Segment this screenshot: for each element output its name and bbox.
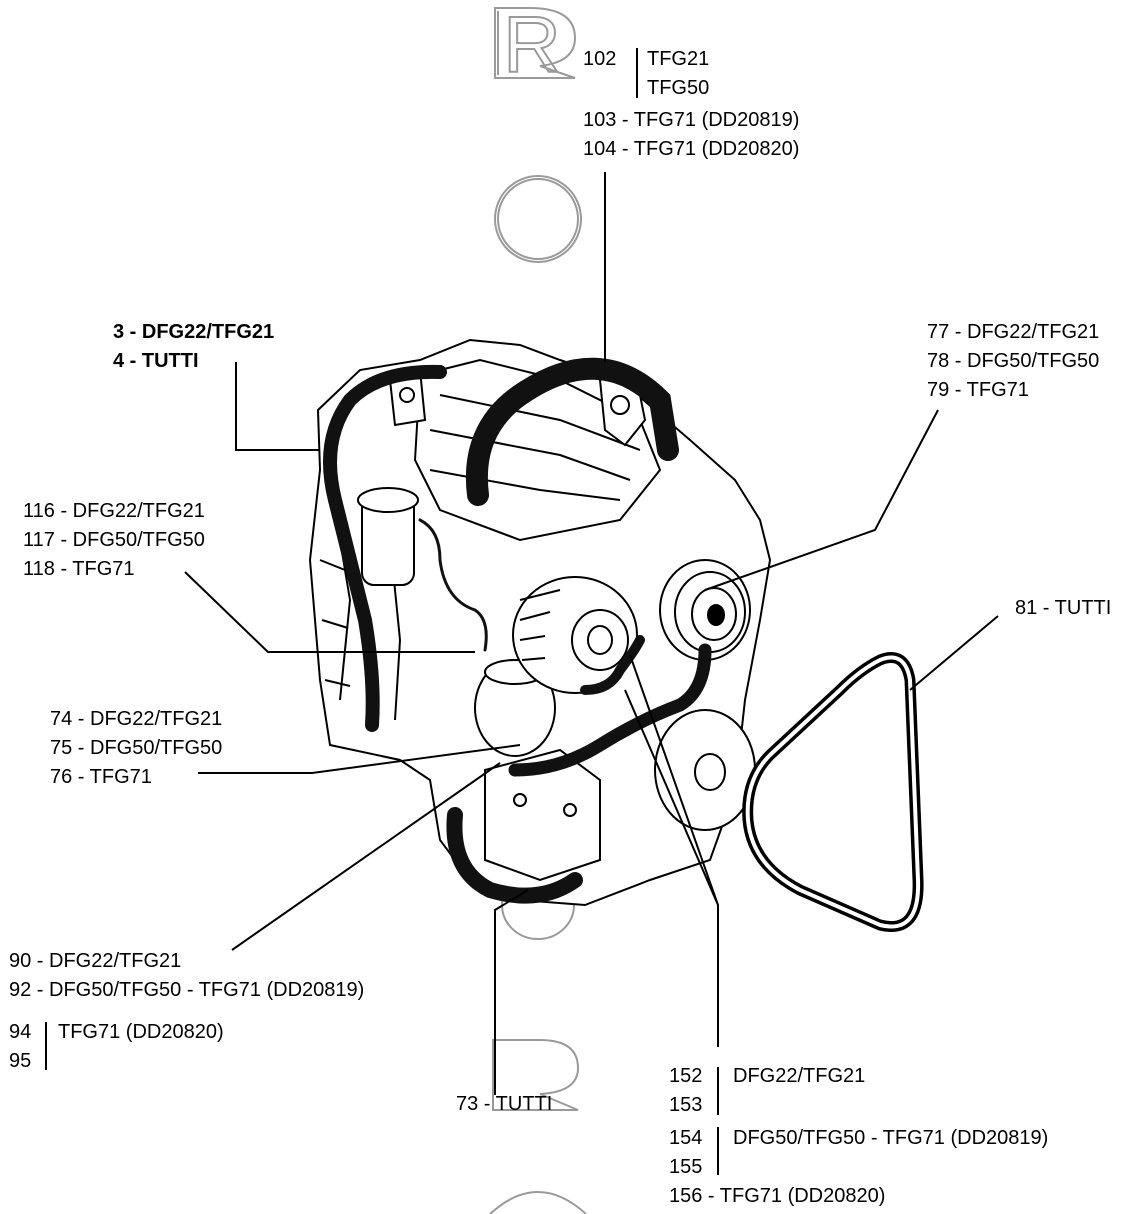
callout-102-model-a: TFG21 xyxy=(647,48,710,70)
hose-left xyxy=(323,364,447,732)
callout-103: 103 - TFG71 (DD20819) xyxy=(583,109,800,131)
callout-154: 154 xyxy=(669,1127,703,1149)
watermark-letter-r-top: R xyxy=(494,0,577,90)
leader-77-79 xyxy=(704,409,939,591)
leader-3-4 xyxy=(235,362,320,451)
hose-lower xyxy=(508,643,712,777)
hose-thin xyxy=(418,518,488,652)
leader-74-76 xyxy=(198,744,521,774)
leader-73 xyxy=(494,889,529,1095)
drive-belt xyxy=(742,652,924,932)
callout-116: 116 - DFG22/TFG21 xyxy=(23,500,205,522)
engine-block xyxy=(308,338,772,907)
callout-75: 75 - DFG50/TFG50 xyxy=(50,737,223,759)
callout-102-model-b: TFG50 xyxy=(647,77,710,99)
callout-152-desc: DFG22/TFG21 xyxy=(733,1065,866,1087)
watermark: R xyxy=(489,0,587,1214)
callout-118: 118 - TFG71 xyxy=(23,558,135,580)
callout-73: 73 - TUTTI xyxy=(456,1093,553,1115)
callout-117: 117 - DFG50/TFG50 xyxy=(23,529,205,551)
watermark-letter-r-bottom xyxy=(492,1039,580,1111)
watermark-letter-o-3 xyxy=(489,1191,587,1214)
hose-bottom-pan xyxy=(446,807,583,904)
callout-3: 3 - DFG22/TFG21 xyxy=(113,321,275,343)
callout-81: 81 - TUTTI xyxy=(1015,597,1112,619)
callout-153: 153 xyxy=(669,1094,703,1116)
callout-154-desc: DFG50/TFG50 - TFG71 (DD20819) xyxy=(733,1127,1049,1149)
leader-152-156 xyxy=(624,654,719,1047)
callout-102-models: TFG21 TFG50 xyxy=(647,45,709,103)
leader-116-118 xyxy=(184,571,475,653)
callout-74: 74 - DFG22/TFG21 xyxy=(50,708,223,730)
callout-94-desc: TFG71 (DD20820) xyxy=(58,1021,224,1043)
callout-104: 104 - TFG71 (DD20820) xyxy=(583,138,800,160)
callout-94: 94 xyxy=(9,1021,32,1043)
callout-90: 90 - DFG22/TFG21 xyxy=(9,950,182,972)
callout-4: 4 - TUTTI xyxy=(113,350,199,372)
leader-90-92 xyxy=(231,762,501,951)
callout-78: 78 - DFG50/TFG50 xyxy=(927,350,1100,372)
callout-79: 79 - TFG71 xyxy=(927,379,1029,401)
hoses xyxy=(323,357,712,904)
callout-77: 77 - DFG22/TFG21 xyxy=(927,321,1100,343)
callout-156: 156 - TFG71 (DD20820) xyxy=(669,1185,886,1207)
leader-lines xyxy=(45,48,999,1175)
callout-95: 95 xyxy=(9,1050,32,1072)
callout-155: 155 xyxy=(669,1156,703,1178)
callout-92: 92 - DFG50/TFG50 - TFG71 (DD20819) xyxy=(9,979,365,1001)
leader-81 xyxy=(909,615,999,691)
hose-top xyxy=(466,357,679,506)
watermark-letter-o-1 xyxy=(494,175,582,263)
watermark-glyph: R xyxy=(503,0,561,89)
callout-76: 76 - TFG71 xyxy=(50,766,152,788)
callout-152: 152 xyxy=(669,1065,703,1087)
hose-middle xyxy=(580,635,645,695)
callout-102: 102 xyxy=(583,48,617,70)
